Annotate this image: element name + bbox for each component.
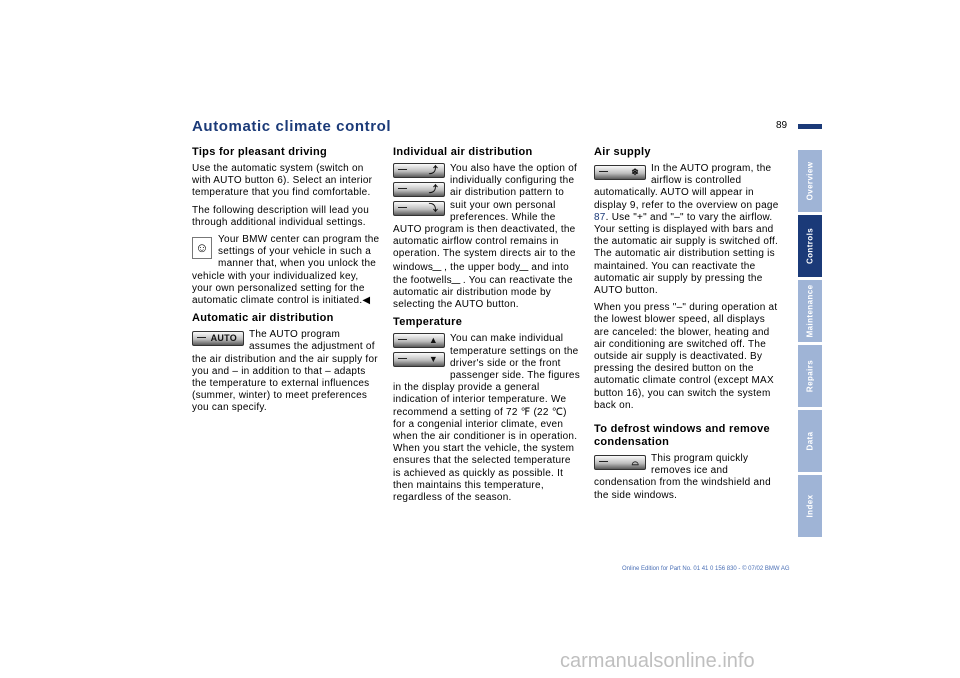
footwell-distribution-button-icon: ⤵ (393, 201, 445, 216)
tab-overview[interactable]: Overview (798, 150, 822, 212)
upper-body-distribution-button-icon: ⤴ (393, 182, 445, 197)
tab-index[interactable]: Index (798, 475, 822, 537)
tab-controls[interactable]: Controls (798, 215, 822, 277)
heading-defrost: To defrost windows and remove condensati… (594, 423, 770, 449)
column-2: Individual air distribution ⤴ ⤴ ⤵ You al… (393, 146, 581, 509)
temperature-down-button-icon: ▼ (393, 352, 445, 368)
page-number: 89 (776, 120, 788, 131)
paragraph-auto: The AUTO program assumes the adjustment … (192, 329, 378, 414)
tab-repairs[interactable]: Repairs (798, 345, 822, 407)
air-distribution-buttons: ⤴ ⤴ ⤵ (393, 163, 445, 220)
page-87-link[interactable]: 87 (594, 211, 606, 223)
paragraph-tips-3: Your BMW center can program the settings… (192, 234, 380, 307)
defrost-button-icon: ⌓ (594, 455, 646, 471)
bmw-center-person-icon: ☺ (192, 237, 212, 260)
paragraph-individual: You also have the option of individually… (393, 163, 578, 311)
section-tabs: Overview Controls Maintenance Repairs Da… (798, 150, 822, 540)
windows-distribution-button-icon: ⤴ (393, 163, 445, 178)
column-1: Tips for pleasant driving Use the automa… (192, 146, 380, 420)
fan-button-icon: ❄ (594, 165, 646, 180)
column-3: Air supply ❄ In the AUTO program, the ai… (594, 146, 782, 507)
paragraph-tips-1: Use the automatic system (switch on with… (192, 163, 373, 199)
auto-button-icon: AUTO (192, 331, 244, 347)
paragraph-defrost: This program quickly removes ice and con… (594, 453, 771, 501)
heading-individual-distribution: Individual air distribution (393, 146, 533, 158)
page-number-bar (798, 124, 822, 129)
temperature-up-button-icon: ▲ (393, 333, 445, 349)
heading-temperature: Temperature (393, 316, 463, 329)
footwell-airflow-icon (451, 273, 464, 284)
tab-maintenance[interactable]: Maintenance (798, 280, 822, 342)
heading-air-supply: Air supply (594, 146, 651, 158)
heading-tips: Tips for pleasant driving (192, 146, 328, 158)
tab-data[interactable]: Data (798, 410, 822, 472)
paragraph-tips-2: The following description will lead you … (192, 204, 370, 228)
page-title: Automatic climate control (192, 118, 392, 135)
watermark: carmanualsonline.info (560, 650, 755, 672)
paragraph-temperature: You can make individual temperature sett… (393, 333, 580, 504)
paragraph-air-supply-2: When you press "–" during operation at t… (594, 302, 778, 411)
auto-button-label: AUTO (210, 333, 237, 344)
heading-auto-distribution: Automatic air distribution (192, 312, 334, 325)
paragraph-air-supply-1: In the AUTO program, the airflow is cont… (594, 163, 779, 297)
footer-edition-note: Online Edition for Part No. 01 41 0 156 … (622, 566, 790, 572)
temperature-buttons: ▲ ▼ (393, 333, 445, 371)
